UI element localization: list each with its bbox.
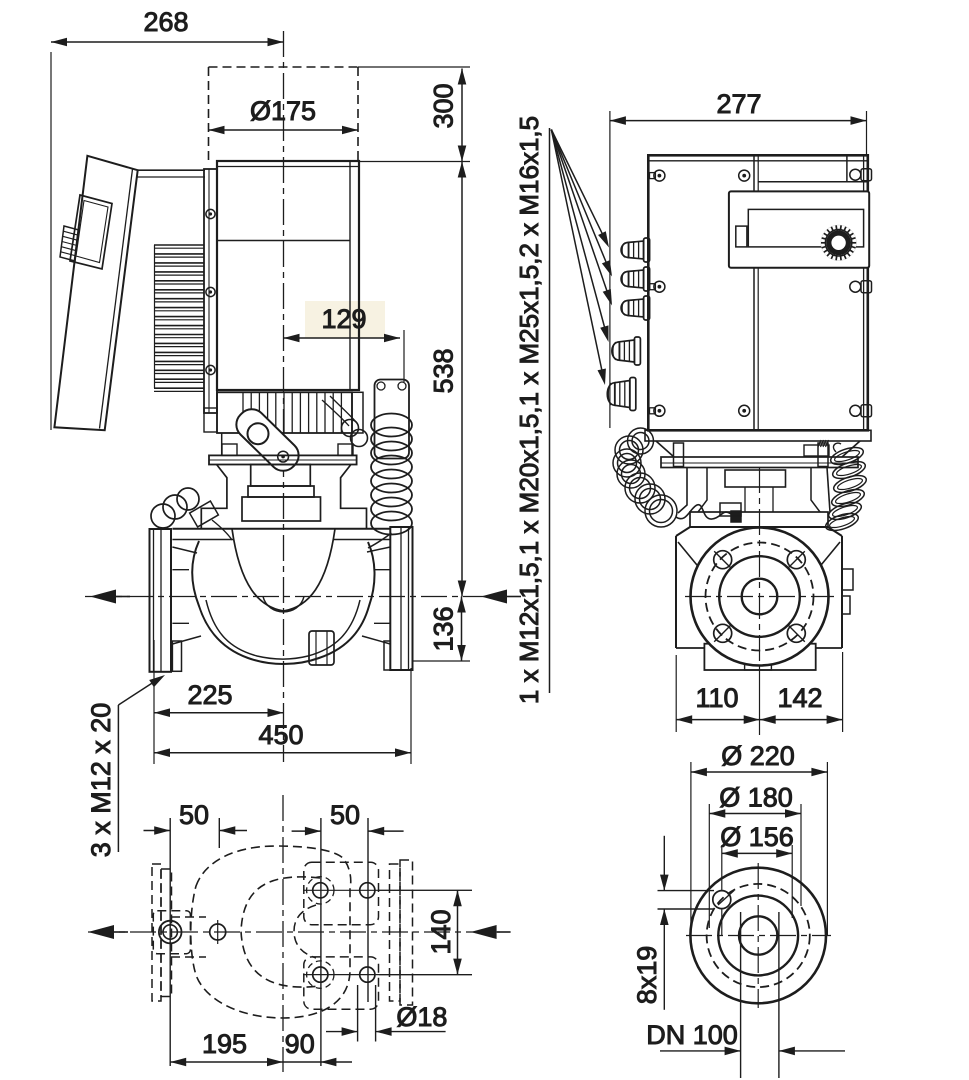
svg-text:Ø18: Ø18 [396, 1002, 447, 1032]
svg-text:3 x M12 x 20: 3 x M12 x 20 [86, 703, 116, 858]
svg-text:142: 142 [777, 683, 822, 713]
svg-text:50: 50 [330, 800, 360, 830]
svg-text:DN 100: DN 100 [646, 1020, 738, 1050]
svg-text:Ø 220: Ø 220 [721, 741, 795, 771]
svg-text:Ø 156: Ø 156 [720, 822, 794, 852]
svg-text:Ø 180: Ø 180 [719, 783, 793, 813]
svg-text:140: 140 [426, 909, 456, 954]
svg-text:225: 225 [187, 680, 232, 710]
svg-text:277: 277 [716, 89, 761, 119]
svg-text:136: 136 [429, 606, 459, 651]
svg-text:300: 300 [429, 83, 459, 128]
svg-text:1 x M12x1,5,1 x M20x1,5,1 x M2: 1 x M12x1,5,1 x M20x1,5,1 x M25x1,5,2 x … [514, 116, 544, 704]
svg-text:268: 268 [143, 7, 188, 37]
svg-text:195: 195 [202, 1029, 247, 1059]
svg-text:Ø175: Ø175 [250, 96, 316, 126]
svg-text:8x19: 8x19 [632, 946, 662, 1005]
svg-text:50: 50 [179, 800, 209, 830]
svg-text:450: 450 [258, 720, 303, 750]
svg-text:538: 538 [429, 348, 459, 393]
svg-text:110: 110 [695, 683, 738, 713]
svg-text:90: 90 [285, 1029, 315, 1059]
